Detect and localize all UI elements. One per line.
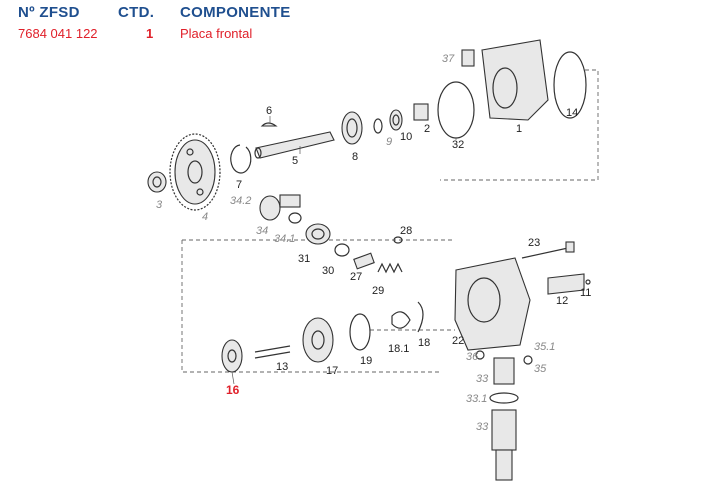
callout-19: 19 — [360, 355, 372, 367]
callout-37: 37 — [442, 53, 455, 65]
callout-14: 14 — [566, 107, 578, 119]
callout-18: 18 — [418, 337, 430, 349]
part-7-snap-ring[interactable] — [230, 144, 252, 174]
callout-2: 2 — [424, 123, 430, 135]
callout-9: 9 — [386, 136, 392, 148]
callout-10: 10 — [400, 131, 412, 143]
part-12-plate[interactable] — [547, 273, 585, 295]
selected-quantity: 1 — [146, 26, 154, 41]
part-18-plate[interactable] — [417, 301, 424, 333]
part-23-bolt[interactable] — [521, 241, 575, 259]
part-19-ring-plate[interactable] — [349, 313, 371, 351]
callout-1: 1 — [516, 123, 522, 135]
callout-3: 3 — [156, 199, 163, 211]
part-11-screw[interactable] — [585, 279, 591, 285]
part-4-gear[interactable] — [169, 133, 221, 211]
callout-32: 32 — [452, 139, 464, 151]
part-36-nut[interactable] — [475, 350, 485, 360]
part-2-sleeve[interactable] — [413, 103, 429, 121]
assembly-guide-line — [181, 240, 440, 373]
callout-35: 35 — [534, 363, 547, 375]
callout-5: 5 — [292, 155, 298, 167]
part-6-key[interactable] — [260, 122, 278, 127]
column-header-part-number: Nº ZFSD — [18, 4, 80, 21]
callout-6: 6 — [266, 105, 272, 117]
part-30-seal[interactable] — [334, 243, 350, 257]
callout-22: 22 — [452, 335, 464, 347]
callout-28: 28 — [400, 225, 412, 237]
selected-part-number[interactable]: 7684 041 122 — [18, 26, 98, 41]
callout-31: 31 — [298, 253, 310, 265]
part-14-gasket[interactable] — [553, 51, 587, 119]
callout-30: 30 — [322, 265, 334, 277]
callout-27: 27 — [350, 271, 362, 283]
callout-33-lower: 33 — [476, 421, 489, 433]
callout-18-1: 18.1 — [388, 343, 409, 355]
callout-8: 8 — [352, 151, 358, 163]
callout-11: 11 — [580, 287, 591, 299]
part-8-bearing[interactable] — [341, 111, 363, 145]
part-34-assembly[interactable] — [259, 194, 302, 224]
callout-17: 17 — [326, 365, 338, 377]
callout-12: 12 — [556, 295, 568, 307]
callout-33-1: 33.1 — [466, 393, 487, 405]
callout-4: 4 — [202, 211, 208, 223]
part-22-front-plate[interactable] — [454, 257, 531, 351]
callout-34: 34 — [256, 225, 268, 237]
callout-33: 33 — [476, 373, 489, 385]
part-10-bushing[interactable] — [389, 109, 403, 131]
callout-29: 29 — [372, 285, 384, 297]
part-31-plug[interactable] — [305, 223, 331, 245]
part-18-1-plate[interactable] — [391, 311, 411, 329]
callout-34-2: 34.2 — [230, 195, 251, 207]
part-35-washer[interactable] — [523, 355, 533, 365]
callout-13: 13 — [276, 361, 288, 373]
part-5-shaft[interactable] — [254, 131, 335, 159]
part-28-ring[interactable] — [393, 236, 403, 244]
part-17-rotor[interactable] — [302, 317, 334, 363]
part-3-bearing[interactable] — [147, 171, 167, 193]
part-32-o-ring[interactable] — [437, 81, 475, 139]
column-header-quantity: CTD. — [118, 4, 155, 21]
callout-35-1: 35.1 — [534, 341, 555, 353]
leader-line — [231, 371, 235, 385]
callout-7: 7 — [236, 179, 242, 191]
part-1-housing[interactable] — [461, 39, 549, 121]
callout-16-highlighted[interactable]: 16 — [226, 383, 240, 397]
part-29-spring[interactable] — [377, 262, 403, 274]
callout-36: 36 — [466, 351, 479, 363]
part-9-ring[interactable] — [373, 118, 383, 134]
callout-23: 23 — [528, 237, 540, 249]
selected-component-name[interactable]: Placa frontal — [180, 26, 253, 41]
part-27-valve[interactable] — [353, 252, 375, 270]
part-13-pins[interactable] — [254, 345, 291, 359]
callout-34-1: 34.1 — [274, 233, 295, 245]
column-header-component: COMPONENTE — [180, 4, 291, 21]
part-16-plate[interactable] — [221, 339, 243, 373]
part-33-fitting[interactable] — [489, 357, 519, 481]
